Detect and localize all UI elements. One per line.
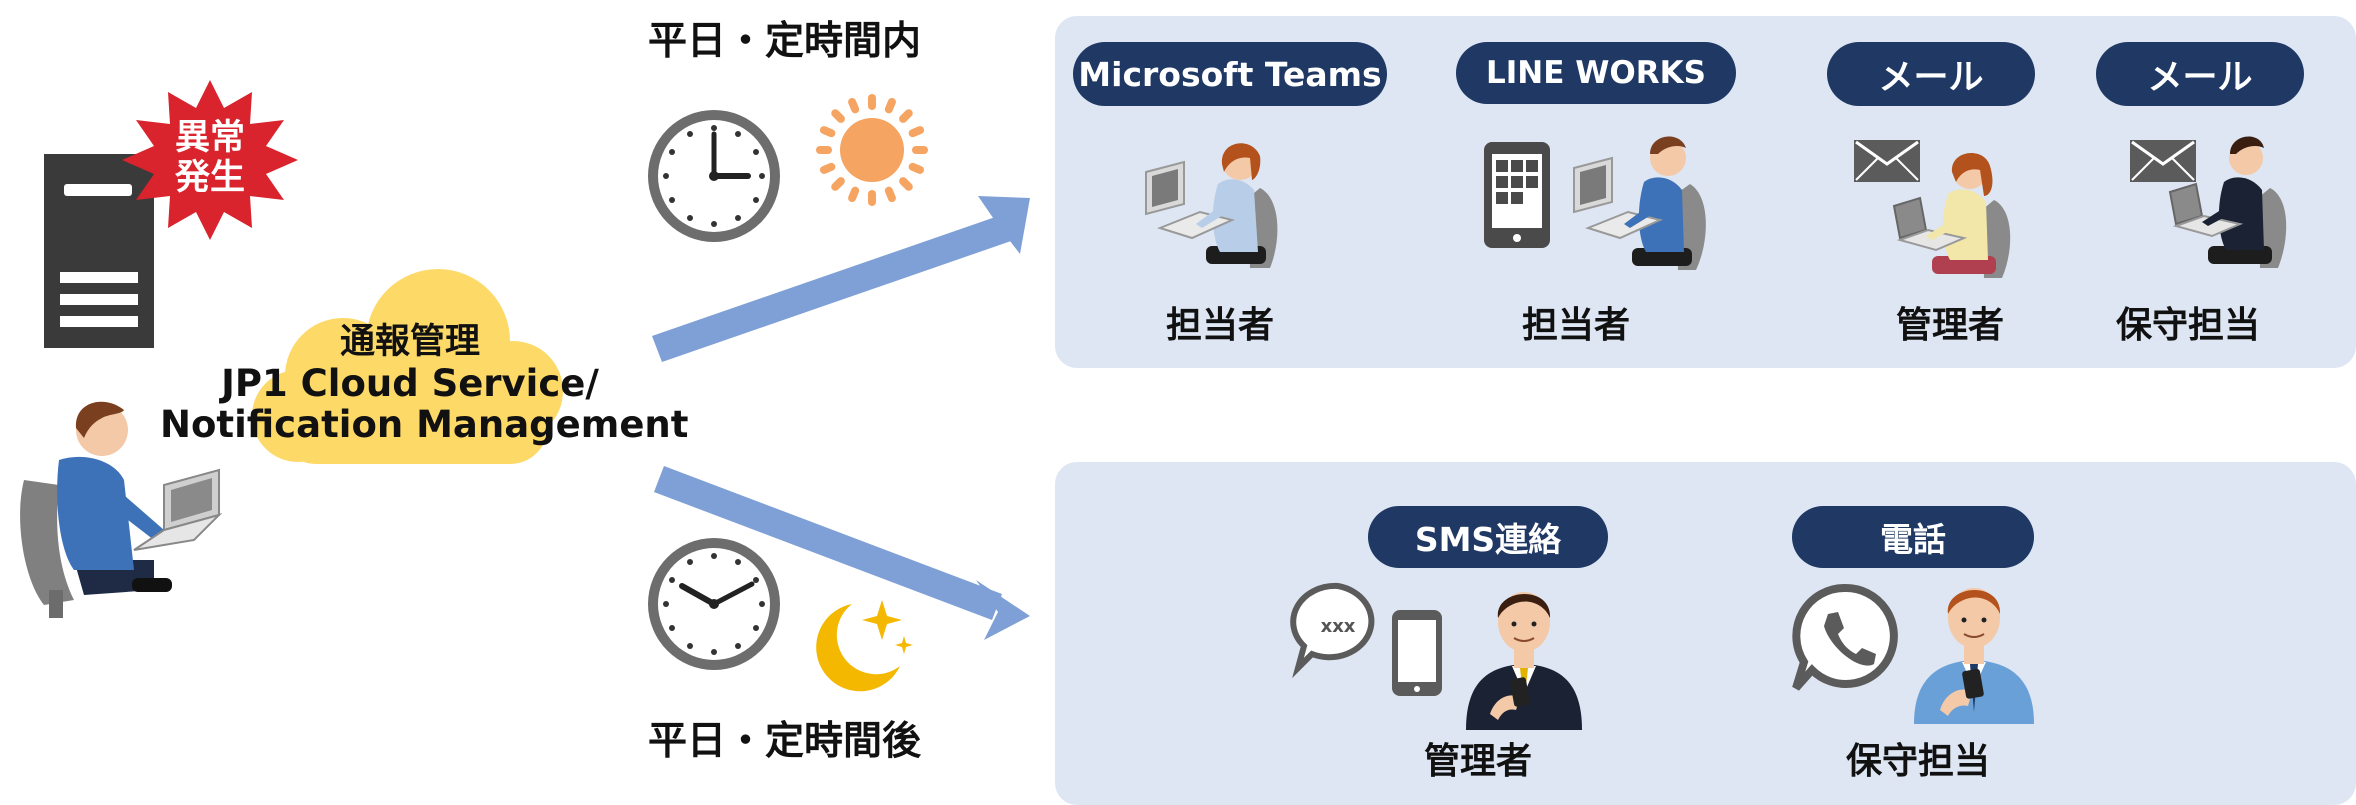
arrow-to-after-hours <box>654 466 1030 640</box>
cloud-label-product-sub: Notification Management <box>160 403 689 446</box>
role-label: 保守担当 <box>2115 305 2260 346</box>
role-label: 担当者 <box>1521 305 1630 346</box>
arrow-to-business-hours <box>652 196 1030 362</box>
phone-call-icon <box>1792 583 1898 691</box>
cloud-label-title: 通報管理 <box>339 322 480 362</box>
role-label: 担当者 <box>1165 305 1274 346</box>
person-desktop-icon <box>1145 143 1278 268</box>
cloud-label: 通報管理 JP1 Cloud Service/ Notification Man… <box>160 322 689 446</box>
server-icon <box>44 154 154 348</box>
after-hours-label: 平日・定時間後 <box>648 719 922 764</box>
after-hours-panel <box>1055 462 2356 805</box>
cloud-icon <box>252 269 563 464</box>
speech-bubble-icon: xxx <box>1290 582 1375 679</box>
alert-burst-icon <box>122 80 298 240</box>
role-label: 保守担当 <box>1845 741 1990 782</box>
moon-icon <box>816 600 913 692</box>
sun-icon <box>816 94 928 206</box>
person-laptop-icon <box>2168 136 2287 268</box>
pill-line-works: LINE WORKS <box>1456 42 1736 104</box>
pill-mail-maintenance: メール <box>2096 42 2304 106</box>
business-hours-label: 平日・定時間内 <box>648 19 922 64</box>
operator-person-icon <box>20 401 223 618</box>
clock-icon <box>648 538 780 670</box>
tablet-icon <box>1484 142 1550 248</box>
role-label: 管理者 <box>1423 741 1532 782</box>
envelope-icon <box>2130 140 2196 182</box>
envelope-icon <box>1854 140 1920 182</box>
person-icon <box>1914 588 2034 724</box>
person-icon <box>1466 592 1582 730</box>
pill-sms: SMS連絡 <box>1368 506 1608 568</box>
phone-icon <box>1392 610 1442 696</box>
pill-teams: Microsoft Teams <box>1073 42 1387 106</box>
alert-text: 異常 発生 <box>174 118 245 198</box>
pill-mail-manager: メール <box>1827 42 2035 106</box>
cloud-label-product: JP1 Cloud Service/ <box>221 362 599 405</box>
bubble-text: xxx <box>1321 616 1356 637</box>
person-laptop-icon <box>1892 153 2011 278</box>
pill-phone: 電話 <box>1792 506 2034 568</box>
role-label: 管理者 <box>1895 305 2004 346</box>
clock-icon <box>648 110 780 242</box>
person-desktop-icon <box>1573 136 1706 270</box>
